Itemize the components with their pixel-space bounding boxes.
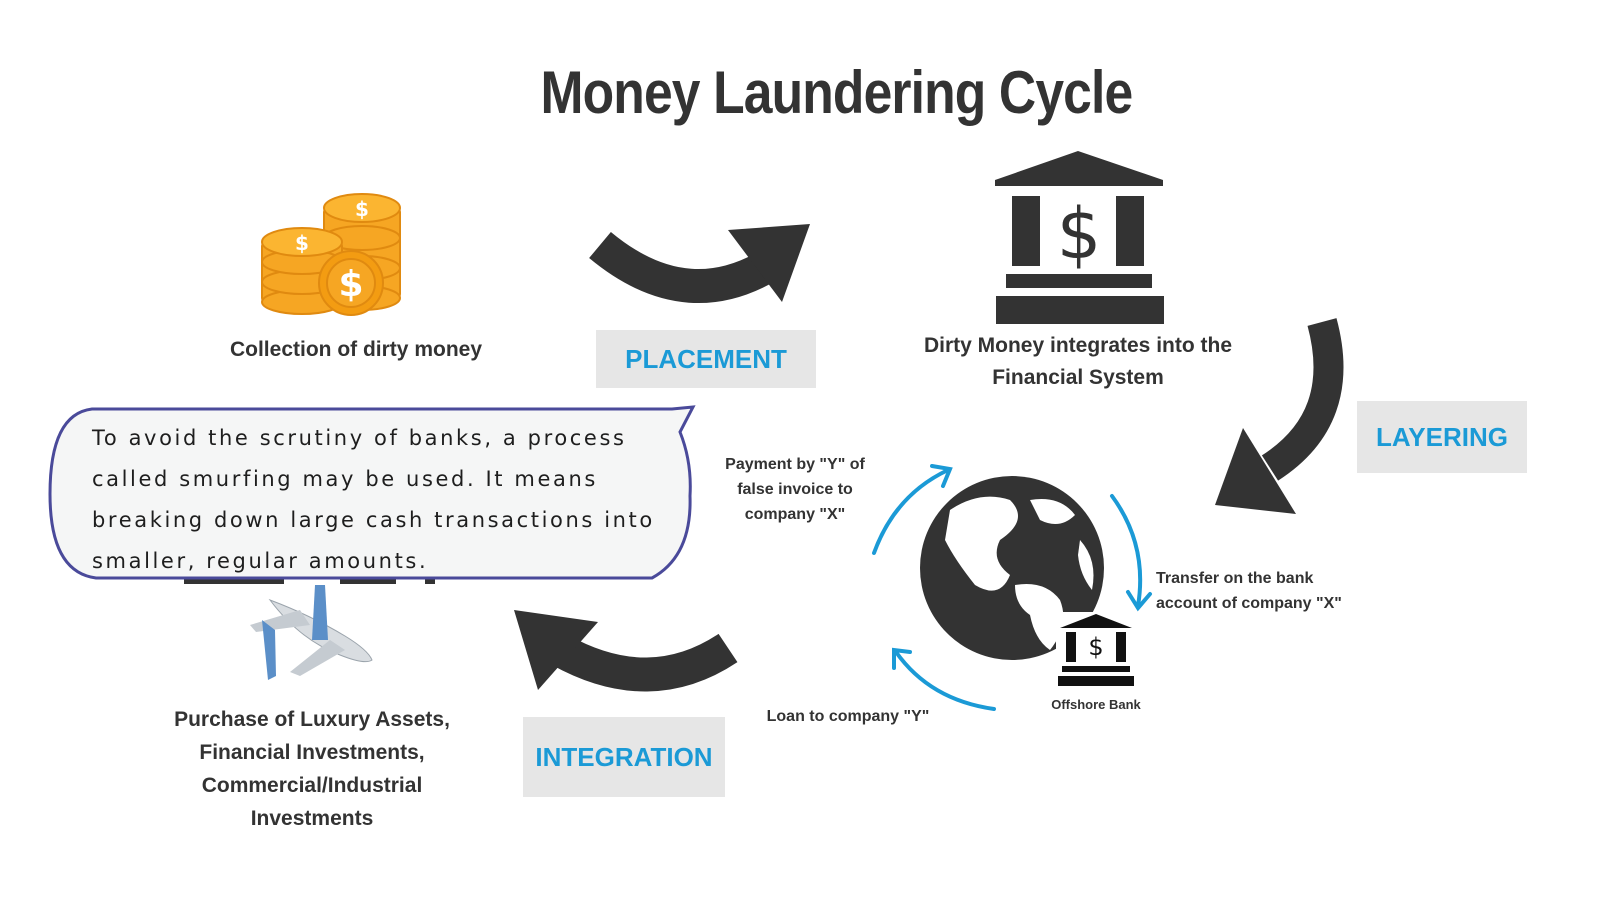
placement-stage: PLACEMENT (596, 330, 816, 388)
svg-text:$: $ (338, 264, 363, 305)
financial-system-line-2: Financial System (992, 366, 1164, 389)
transfer-label: Transfer on the bank account of company … (1156, 566, 1356, 616)
offshore-bank-icon: $ (1056, 612, 1134, 694)
callout-bubble (48, 405, 696, 580)
offshore-bank-label: Offshore Bank (1051, 697, 1141, 712)
integration-stage: INTEGRATION (523, 717, 725, 797)
luxury-line-3: Commercial/Industrial (201, 774, 423, 797)
payment-line-1: Payment by "Y" of (725, 456, 865, 473)
collection-label: Collection of dirty money (229, 338, 483, 361)
layering-arrow (1215, 318, 1344, 514)
payment-label: Payment by "Y" of false invoice to compa… (712, 452, 878, 527)
luxury-label: Purchase of Luxury Assets, Financial Inv… (152, 703, 472, 835)
financial-system-label: Dirty Money integrates into the Financia… (888, 330, 1268, 394)
layering-stage: LAYERING (1357, 401, 1527, 473)
svg-text:$: $ (1057, 193, 1102, 275)
page-title: Money Laundering Cycle (540, 59, 1134, 126)
payment-line-3: company "X" (744, 506, 846, 523)
loan-label: Loan to company "Y" (766, 708, 930, 725)
airplane-icon (250, 585, 373, 680)
luxury-line-2: Financial Investments, (199, 741, 425, 764)
svg-text:$: $ (1088, 633, 1103, 661)
luxury-line-1: Purchase of Luxury Assets, (174, 708, 450, 731)
transfer-line-1: Transfer on the bank (1156, 570, 1314, 587)
payment-line-2: false invoice to (737, 481, 853, 498)
integration-arrow (514, 610, 738, 692)
transfer-line-2: account of company "X" (1156, 595, 1342, 612)
placement-arrow (589, 224, 810, 304)
cycle-arrows (872, 464, 1152, 711)
luxury-line-4: Investments (250, 807, 374, 830)
financial-system-line-1: Dirty Money integrates into the (923, 334, 1233, 357)
bank-icon: $ (995, 151, 1164, 324)
svg-text:$: $ (295, 231, 309, 255)
svg-text:$: $ (355, 197, 369, 221)
callout-text: To avoid the scrutiny of banks, a proces… (92, 426, 655, 573)
coins-icon: $ $ $ (261, 193, 401, 316)
